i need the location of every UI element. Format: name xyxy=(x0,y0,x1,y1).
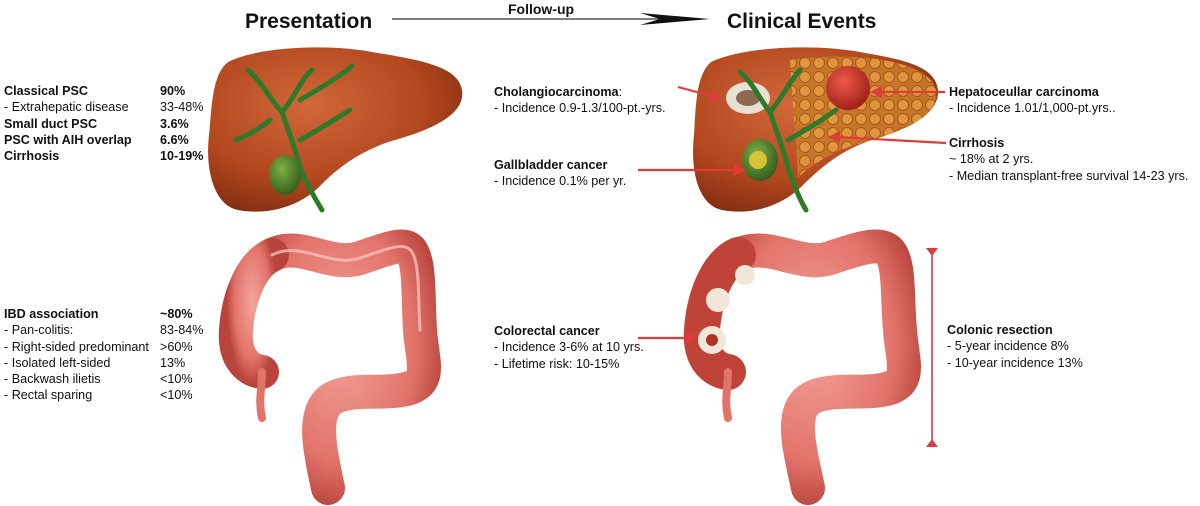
list-item: - Pan-colitis:83-84% xyxy=(4,323,204,338)
liver-clinical-events-illustration xyxy=(693,47,939,213)
event-title: Cirrhosis xyxy=(949,136,1005,150)
cirrhosis-block: Cirrhosis ~ 18% at 2 yrs. - Median trans… xyxy=(949,135,1188,184)
event-title: Colonic resection xyxy=(947,323,1053,337)
list-item: IBD association~80% xyxy=(4,307,193,321)
event-title: Gallbladder cancer xyxy=(494,158,608,172)
gallbladder-cancer-arrow xyxy=(638,164,746,176)
colon-clinical-events-illustration xyxy=(683,229,921,505)
event-title: Colorectal cancer xyxy=(494,324,600,338)
gallbladder-cancer-block: Gallbladder cancer - Incidence 0.1% per … xyxy=(494,157,626,190)
presentation-title: Presentation xyxy=(245,10,373,33)
cholangiocarcinoma-arrow xyxy=(677,85,722,102)
event-detail: - Median transplant-free survival 14-23 … xyxy=(949,168,1189,183)
ibd-presentation-list: IBD association~80% - Pan-colitis:83-84%… xyxy=(4,306,203,404)
event-detail: - Incidence 3-6% at 10 yrs. xyxy=(494,340,644,355)
event-detail: - Incidence 1.01/1,000-pt.yrs.. xyxy=(949,101,1116,116)
colorectal-cancer-block: Colorectal cancer - Incidence 3-6% at 10… xyxy=(494,323,644,372)
liver-presentation-illustration xyxy=(208,47,463,213)
colon-presentation-illustration xyxy=(218,229,441,505)
list-item: - Rectal sparing<10% xyxy=(4,388,193,403)
hepatocellular-carcinoma-block: Hepatoceullar carcinoma - Incidence 1.01… xyxy=(949,84,1116,117)
colonic-resection-block: Colonic resection - 5-year incidence 8% … xyxy=(947,322,1083,371)
event-title: Cholangiocarcinoma: xyxy=(494,85,623,99)
list-item: - Right-sided predominant>60% xyxy=(4,339,193,354)
colonic-resection-bracket xyxy=(926,248,938,447)
followup-label: Follow-up xyxy=(508,1,575,17)
event-detail: - 10-year incidence 13% xyxy=(947,355,1083,370)
followup-arrow xyxy=(392,13,710,25)
hepatocellular-carcinoma-arrow xyxy=(870,86,945,98)
event-detail: - 5-year incidence 8% xyxy=(947,339,1069,354)
event-detail: - Incidence 0.9-1.3/100-pt.-yrs. xyxy=(494,101,666,116)
event-title: Hepatoceullar carcinoma xyxy=(949,85,1099,99)
event-detail: - Incidence 0.1% per yr. xyxy=(494,174,627,189)
list-item: - Backwash ilietis<10% xyxy=(4,372,193,387)
cirrhosis-arrow xyxy=(828,131,947,145)
colorectal-cancer-arrow xyxy=(638,332,698,344)
event-detail: ~ 18% at 2 yrs. xyxy=(949,152,1034,167)
clinical-events-title: Clinical Events xyxy=(727,10,877,33)
cholangiocarcinoma-block: Cholangiocarcinoma: - Incidence 0.9-1.3/… xyxy=(494,84,666,117)
event-detail: - Lifetime risk: 10-15% xyxy=(494,356,620,371)
